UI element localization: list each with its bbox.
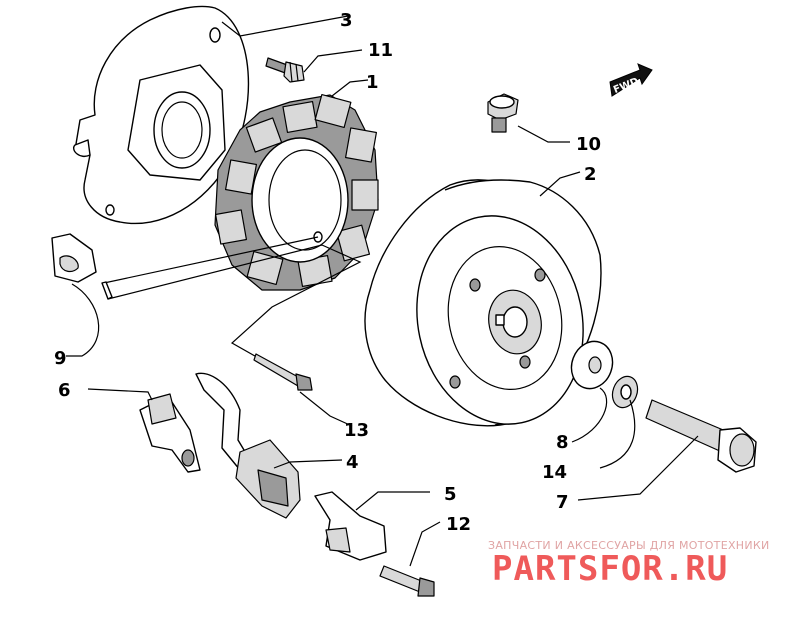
part-13-screw: [253, 353, 313, 391]
part-7-bolt: [645, 399, 757, 473]
part-3-stator-plate: [73, 5, 250, 225]
callout-labels: 3 11 1 10 2 9 6 13 4 8 14 7 5 12: [54, 10, 601, 535]
bracket-outline: [230, 244, 362, 361]
part-5-clamp: [314, 491, 387, 561]
part-10-bolt: [487, 93, 519, 133]
callout-1: 1: [366, 72, 379, 93]
part-9-grommet: [51, 233, 97, 283]
part-14-lock-washer: [611, 375, 639, 409]
callout-12: 12: [446, 514, 471, 535]
callout-6: 6: [58, 380, 71, 401]
part-6-bracket: [139, 393, 201, 473]
callout-7: 7: [556, 492, 569, 513]
leader-lines: [66, 15, 699, 567]
part-4-pulser-coil: [195, 372, 301, 519]
callout-13: 13: [344, 420, 369, 441]
callout-9: 9: [54, 348, 67, 369]
callout-3: 3: [340, 10, 353, 31]
part-8-washer: [570, 340, 614, 390]
callout-2: 2: [584, 164, 597, 185]
part-1-stator: [214, 93, 379, 291]
watermark-logo: PARTSFOR.RU: [492, 549, 728, 589]
fwd-arrow: FWD: [609, 63, 653, 97]
callout-14: 14: [542, 462, 567, 483]
part-2-flywheel: [364, 179, 602, 427]
part-11-bolt: [265, 57, 305, 83]
callout-8: 8: [556, 432, 569, 453]
callout-5: 5: [444, 484, 457, 505]
stator-lead-wire: [101, 236, 323, 300]
watermark-tagline: ЗАПЧАСТИ И АКСЕССУАРЫ ДЛЯ МОТОТЕХНИКИ: [488, 539, 770, 552]
part-12-screw: [379, 565, 435, 597]
callout-11: 11: [368, 40, 393, 61]
watermark: ЗАПЧАСТИ И АКСЕССУАРЫ ДЛЯ МОТОТЕХНИКИ PA…: [488, 539, 770, 589]
callout-10: 10: [576, 134, 601, 155]
callout-4: 4: [346, 452, 359, 473]
